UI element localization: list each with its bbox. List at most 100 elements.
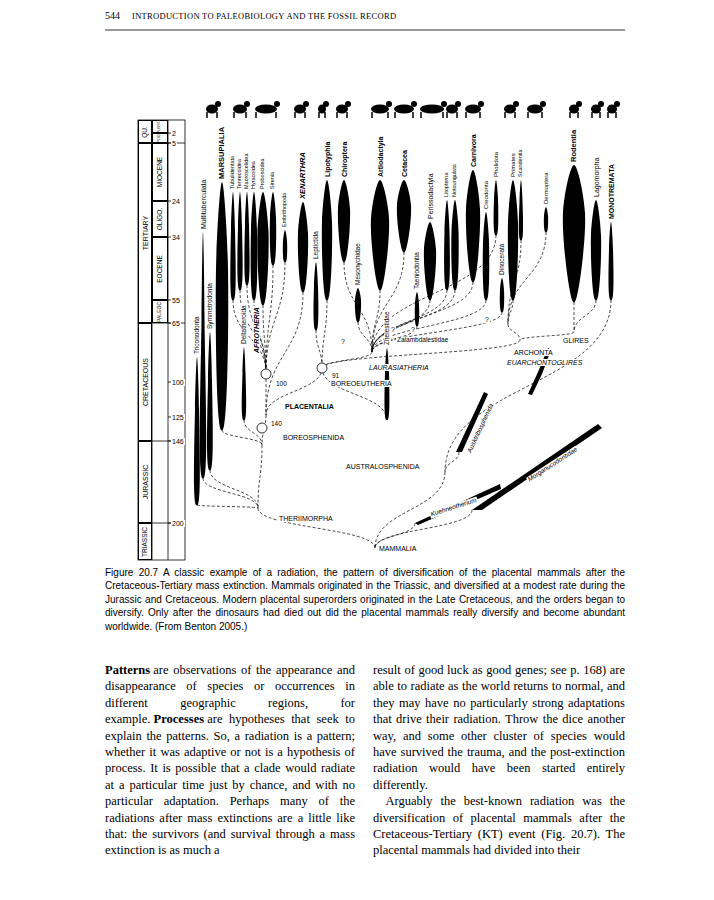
taxon-spindle xyxy=(207,332,213,470)
key-term: Patterns xyxy=(105,663,150,677)
figure-label: Sirenia xyxy=(270,171,276,190)
figure-label: PLACENTALIA xyxy=(284,403,335,410)
figure-label: Multituberculata xyxy=(200,179,207,230)
silhouette-body xyxy=(394,105,414,114)
figure-caption: Figure 20.7 A classic example of a radia… xyxy=(105,566,625,633)
period-band: TRIASSIC xyxy=(138,523,152,560)
period-name: JURASSIC xyxy=(142,465,149,500)
figure-label: MONOTREMATA xyxy=(608,163,615,220)
taxon-spindle xyxy=(322,180,332,300)
lineage-link xyxy=(316,330,322,368)
silhouette-legs xyxy=(256,112,276,118)
figure-label: Kuehneotherium xyxy=(429,497,478,519)
period-name: EOCENE xyxy=(157,255,164,282)
body-column: result of good luck as good genes; see p… xyxy=(373,662,625,859)
lineage-link xyxy=(258,508,375,548)
animal-silhouette xyxy=(371,101,392,118)
divergence-circle xyxy=(317,363,327,373)
figure-label: Proboscidea xyxy=(260,157,266,190)
taxon-spindle xyxy=(257,192,268,305)
figure-label: ? xyxy=(484,316,490,323)
taxon-spindle xyxy=(338,180,350,262)
taxon-spindle xyxy=(415,292,419,326)
figure-label: 5 xyxy=(171,140,177,147)
silhouette-legs xyxy=(207,112,217,118)
silhouette-head xyxy=(323,101,329,107)
silhouette-body xyxy=(371,105,389,114)
lineage-link xyxy=(375,510,472,548)
lineage-link xyxy=(322,300,327,368)
figure-label: EUARCHONTOGLIRES xyxy=(506,359,583,366)
figure-label: Lipotyphla xyxy=(324,141,331,178)
silhouette-legs xyxy=(319,112,325,118)
figure-label: Tubulidentata xyxy=(230,155,236,190)
animal-silhouette xyxy=(233,101,250,118)
taxon-spindle xyxy=(466,170,480,282)
figure-label: Zalambdalestidae xyxy=(396,337,449,344)
figure-label: 146 xyxy=(171,438,185,445)
lineage-wedge xyxy=(472,424,602,510)
figure-label: Chiroptera xyxy=(341,141,348,178)
taxon-spindle xyxy=(483,212,490,300)
animal-silhouette xyxy=(336,101,351,118)
lineage-link xyxy=(322,352,372,368)
figure-label: 100 xyxy=(171,379,185,386)
lineage-link xyxy=(222,430,262,445)
period-name: PLEIST. xyxy=(158,120,162,133)
body-text: result of good luck as good genes; see p… xyxy=(373,663,625,792)
lineage-link xyxy=(372,312,502,352)
taxon-spindle xyxy=(251,192,258,300)
figure-label: Dermoptera xyxy=(543,171,549,205)
lineage-link xyxy=(210,470,258,508)
animal-silhouette xyxy=(294,101,309,118)
figure-label: 65 xyxy=(171,320,181,327)
period-name: PLIO. xyxy=(158,133,162,142)
period-name: MIOCENE xyxy=(157,157,164,187)
silhouette-head xyxy=(478,101,484,107)
figure-label: 140 xyxy=(270,421,283,428)
taxon-spindle xyxy=(451,200,458,290)
silhouette-head xyxy=(441,101,447,107)
silhouette-legs xyxy=(592,112,600,118)
period-name: QU. xyxy=(142,126,149,138)
figure-label: ? xyxy=(340,338,346,345)
period-band: JURASSIC xyxy=(138,441,152,523)
lineage-link xyxy=(266,292,303,415)
lineage-link xyxy=(445,300,611,472)
silhouette-head xyxy=(455,101,461,107)
animal-silhouette xyxy=(527,101,546,118)
lineage-link xyxy=(574,300,596,332)
figure-label: Leptictida xyxy=(313,230,320,260)
figure-label: Embrithopoda xyxy=(282,192,288,228)
figure-label: Triconodonta xyxy=(194,315,201,355)
silhouette-legs xyxy=(337,112,347,118)
period-name: OLIGO. xyxy=(157,208,164,230)
figure-label: BOREOEUTHERIA xyxy=(330,380,393,387)
figure-label: Carnivora xyxy=(470,133,477,168)
figure-label: Creodonta xyxy=(483,180,489,210)
period-band: CRETACEOUS xyxy=(138,323,152,441)
tree-group xyxy=(138,101,620,548)
silhouette-legs xyxy=(466,112,480,118)
figure-label: 91 xyxy=(331,373,340,380)
silhouette-body xyxy=(255,105,277,114)
header-rule xyxy=(105,30,625,31)
figure-label: Dinocerata xyxy=(499,243,506,276)
taxon-spindle xyxy=(544,207,548,232)
animal-silhouette xyxy=(255,101,280,118)
taxon-spindle xyxy=(298,202,308,292)
silhouette-head xyxy=(215,101,221,107)
silhouette-head xyxy=(274,101,280,107)
body-paragraph: Patternsare observations of the appearan… xyxy=(105,662,355,859)
body-paragraph: Arguably the best-known radiation was th… xyxy=(373,793,625,859)
figure-label: 24 xyxy=(171,198,181,205)
figure-label: LAURASIATHERIA xyxy=(368,364,430,371)
figure-label: 125 xyxy=(171,414,185,421)
lineage-link xyxy=(372,282,473,352)
taxon-spindle xyxy=(424,222,436,300)
period-band: TERTIARY xyxy=(138,143,152,323)
figure-label: Perissodactyla xyxy=(427,172,434,220)
silhouette-legs xyxy=(570,112,578,118)
period-name: TERTIARY xyxy=(142,216,149,250)
